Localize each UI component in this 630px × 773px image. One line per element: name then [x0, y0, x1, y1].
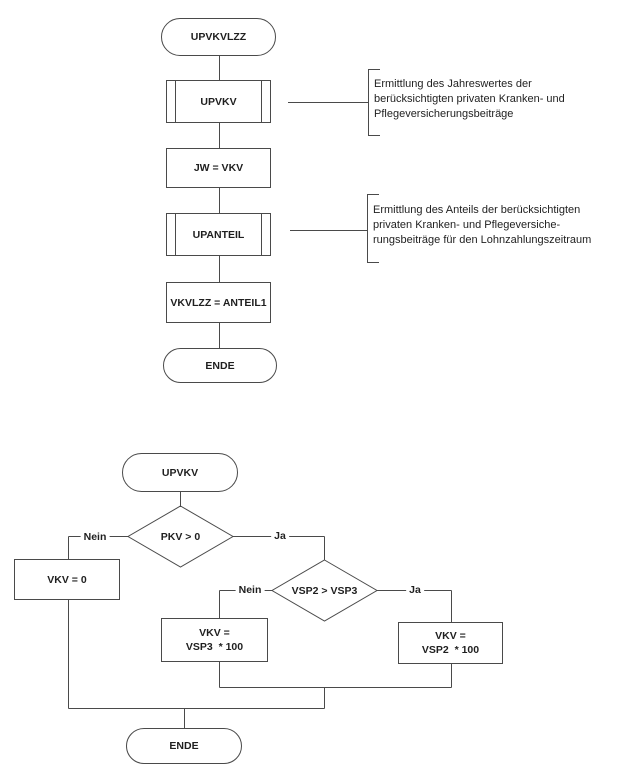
f1-note1-bracket	[368, 69, 380, 136]
f1-subroutine-upvkv-label: UPVKV	[200, 95, 237, 108]
f2-process-vsp3: VKV = VSP3 * 100	[161, 618, 268, 662]
f2-decision-pkv-diamond	[127, 505, 234, 568]
f2-process-vsp2: VKV = VSP2 * 100	[398, 622, 503, 664]
f1-subroutine-upvkv-bar-left	[175, 81, 176, 122]
f2-terminator-start: UPVKV	[122, 453, 238, 492]
f1-annotation-jahreswert: Ermittlung des Jahreswertes der berücksi…	[374, 78, 565, 120]
f1-annotation-anteil: Ermittlung des Anteils der berücksichtig…	[373, 204, 592, 246]
f1-process-jw: JW = VKV	[166, 148, 271, 188]
f2-terminator-end: ENDE	[126, 728, 242, 764]
f1-note2-bracket	[367, 194, 379, 263]
f1-subroutine-upanteil: UPANTEIL	[166, 213, 271, 256]
f2-decision-pkv-label: PKV > 0	[160, 530, 201, 543]
f2-process-vkv0: VKV = 0	[14, 559, 120, 600]
f1-terminator-end: ENDE	[163, 348, 277, 383]
f1-process-vkvlzz: VKVLZZ = ANTEIL1	[166, 282, 271, 323]
f2-edge-label-ja-1: Ja	[271, 530, 289, 542]
f1-subroutine-upanteil-bar-left	[175, 214, 176, 255]
f2-edge-label-nein-1: Nein	[80, 531, 110, 543]
f1-terminator-start: UPVKVLZZ	[161, 18, 276, 56]
f2-decision-vsp-diamond	[271, 559, 378, 622]
f1-subroutine-upanteil-bar-right	[261, 214, 262, 255]
f1-subroutine-upvkv: UPVKV	[166, 80, 271, 123]
f2-decision-vsp-label: VSP2 > VSP3	[291, 584, 358, 597]
f1-subroutine-upanteil-label: UPANTEIL	[192, 228, 245, 241]
f2-edge-label-nein-2: Nein	[235, 584, 265, 596]
f1-subroutine-upvkv-bar-right	[261, 81, 262, 122]
f2-edge-label-ja-2: Ja	[406, 584, 424, 596]
